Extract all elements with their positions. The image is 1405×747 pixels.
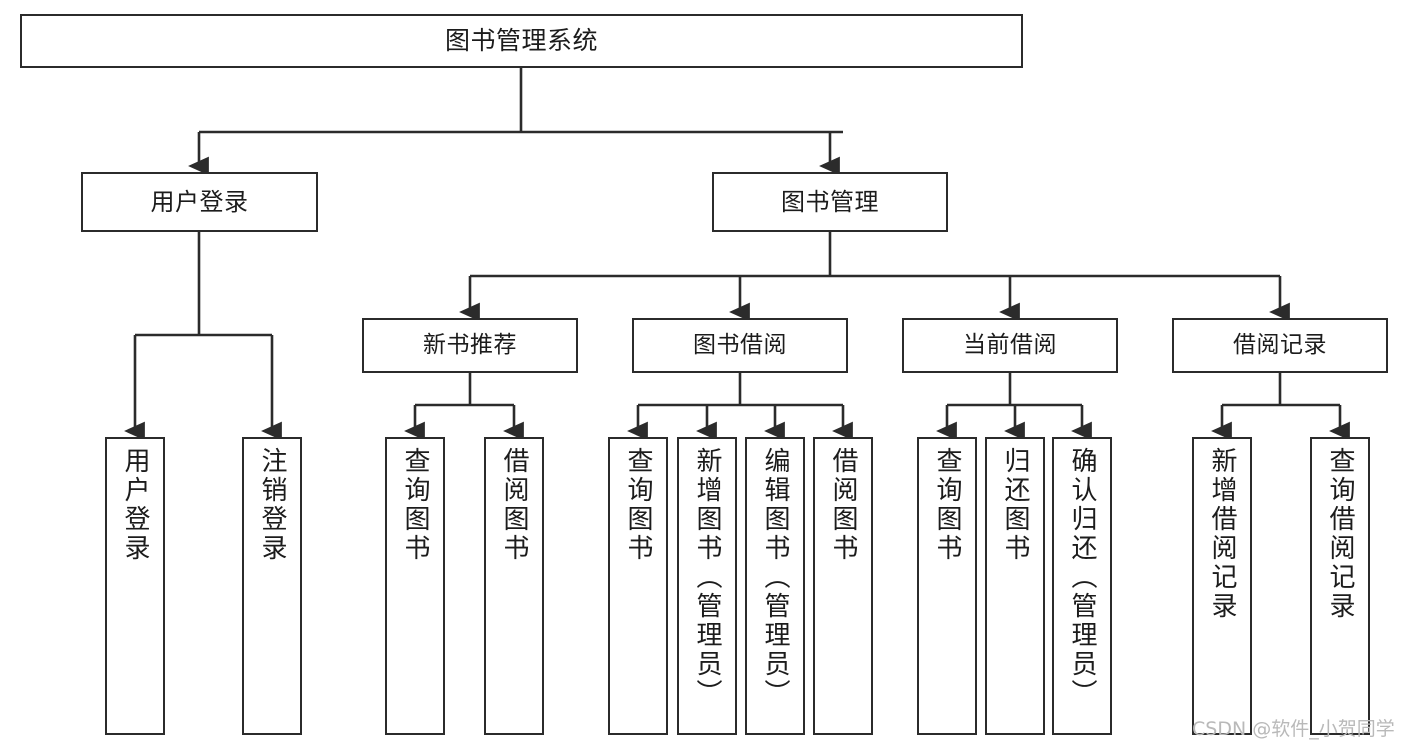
node-label: 图书借阅 (693, 331, 787, 358)
node-label: 用户登录 (150, 187, 249, 216)
leaf-new-book-borrow[interactable]: 借阅图书 (484, 437, 544, 735)
node-current-borrow[interactable]: 当前借阅 (902, 318, 1118, 373)
node-label: 归还图书 (1000, 447, 1030, 563)
node-user-login[interactable]: 用户登录 (81, 172, 318, 232)
node-label: 编辑图书（管理员） (760, 447, 790, 708)
node-borrow-records[interactable]: 借阅记录 (1172, 318, 1388, 373)
leaf-borrow-records-add[interactable]: 新增借阅记录 (1192, 437, 1252, 735)
node-label: 借阅图书 (828, 447, 858, 563)
node-label: 用户登录 (120, 447, 150, 563)
leaf-user-login-login[interactable]: 用户登录 (105, 437, 165, 735)
node-label: 新增借阅记录 (1207, 447, 1237, 621)
node-label: 查询图书 (400, 447, 430, 563)
node-new-book-recommend[interactable]: 新书推荐 (362, 318, 578, 373)
node-book-management[interactable]: 图书管理 (712, 172, 948, 232)
node-label: 确认归还（管理员） (1067, 447, 1097, 708)
node-label: 当前借阅 (963, 331, 1057, 358)
node-label: 图书管理系统 (444, 26, 598, 55)
node-label: 借阅图书 (499, 447, 529, 563)
node-label: 新书推荐 (423, 331, 517, 358)
leaf-new-book-query[interactable]: 查询图书 (385, 437, 445, 735)
node-label: 借阅记录 (1233, 331, 1327, 358)
leaf-current-borrow-query[interactable]: 查询图书 (917, 437, 977, 735)
node-label: 注销登录 (257, 447, 287, 563)
leaf-current-borrow-return[interactable]: 归还图书 (985, 437, 1045, 735)
leaf-book-borrow-edit[interactable]: 编辑图书（管理员） (745, 437, 805, 735)
node-label: 新增图书（管理员） (692, 447, 722, 708)
leaf-borrow-records-query[interactable]: 查询借阅记录 (1310, 437, 1370, 735)
leaf-book-borrow-query[interactable]: 查询图书 (608, 437, 668, 735)
leaf-book-borrow-borrow[interactable]: 借阅图书 (813, 437, 873, 735)
node-label: 图书管理 (781, 187, 879, 216)
node-label: 查询借阅记录 (1325, 447, 1355, 621)
node-book-borrow[interactable]: 图书借阅 (632, 318, 848, 373)
leaf-current-borrow-confirm-return[interactable]: 确认归还（管理员） (1052, 437, 1112, 735)
csdn-watermark: CSDN @软件_小贺同学 (1192, 718, 1395, 740)
node-root-system[interactable]: 图书管理系统 (20, 14, 1023, 68)
node-label: 查询图书 (932, 447, 962, 563)
leaf-user-login-logout[interactable]: 注销登录 (242, 437, 302, 735)
node-label: 查询图书 (623, 447, 653, 563)
leaf-book-borrow-add[interactable]: 新增图书（管理员） (677, 437, 737, 735)
